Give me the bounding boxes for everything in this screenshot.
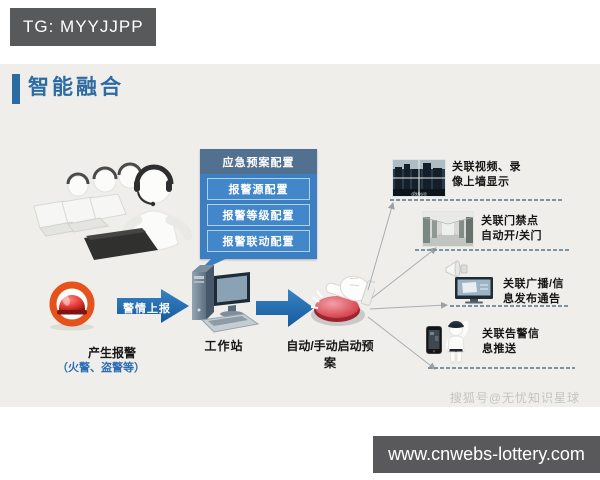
emergency-plan-config-callout: 应急预案配置 报警源配置 报警等级配置 报警联动配置 [200, 149, 317, 259]
title-accent-bar [12, 74, 20, 104]
config-item-alarm-level: 报警等级配置 [207, 204, 310, 226]
broadcast-speaker-icon [445, 260, 468, 278]
page-title: 智能融合 [28, 76, 124, 99]
website-watermark-banner: www.cnwebs-lottery.com [373, 436, 600, 473]
police-officer-icon [445, 320, 469, 364]
config-item-alarm-linkage: 报警联动配置 [207, 230, 310, 252]
website-watermark-text: www.cnwebs-lottery.com [388, 444, 585, 464]
alarm-label: 产生报警 [87, 346, 136, 360]
divider-dashed-4 [428, 367, 575, 369]
hand-press-button-icon [310, 275, 375, 326]
phone-icon [426, 326, 442, 354]
linkage-label-broadcast: 关联广播/信 息发布通告 [503, 278, 565, 305]
trigger-label: 自动/手动启动预案 [286, 339, 374, 370]
sohu-watermark: 搜狐号@无忧知识星球 [449, 391, 580, 405]
connector-lines [367, 202, 448, 370]
config-callout-header: 应急预案配置 [200, 149, 317, 174]
telegram-watermark-banner: TG: MYYJJPP [10, 8, 156, 46]
report-arrow-label: 警情上报 [123, 303, 171, 315]
report-arrow-right-icon [117, 289, 189, 323]
forward-arrow-right-icon [256, 289, 314, 327]
divider-dashed-1 [390, 199, 562, 201]
corridor-door-photo [422, 211, 474, 247]
divider-dashed-3 [450, 305, 570, 307]
config-callout-body: 报警源配置 报警等级配置 报警联动配置 [200, 174, 317, 259]
workstation-label: 工作站 [204, 339, 244, 353]
call-center-operators-illustration [33, 162, 193, 260]
info-screen-photo [455, 277, 493, 304]
alarm-sublabel: （火警、盗警等） [57, 362, 145, 374]
linkage-label-push: 关联告警信 息推送 [482, 328, 540, 355]
video-wall-photo: dahua [392, 159, 446, 197]
red-siren-alarm-icon [49, 281, 95, 331]
config-item-alarm-source: 报警源配置 [207, 178, 310, 200]
linkage-label-video: 关联视频、录 像上墙显示 [452, 161, 521, 188]
telegram-watermark-text: TG: MYYJJPP [23, 17, 144, 36]
workstation-illustration [192, 265, 260, 333]
linkage-label-door: 关联门禁点 自动开/关门 [481, 215, 543, 242]
divider-dashed-2 [415, 249, 570, 251]
